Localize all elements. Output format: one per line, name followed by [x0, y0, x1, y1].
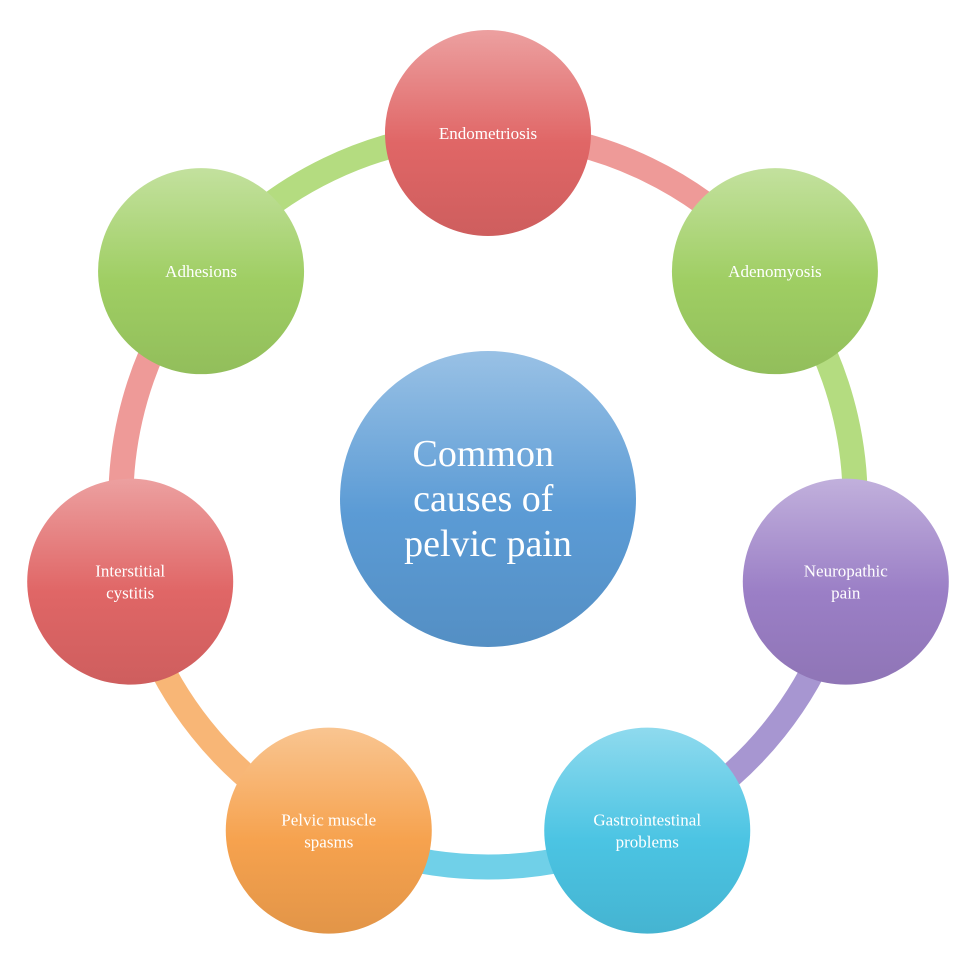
- node-label-line: Gastrointestinal: [593, 811, 701, 830]
- node-circle: [98, 168, 305, 375]
- node-label-line: Adhesions: [165, 262, 237, 281]
- node-circle: [742, 478, 949, 685]
- node-label-line: Interstitial: [95, 562, 165, 581]
- node-label-line: Pelvic muscle: [281, 811, 376, 830]
- node-label: Endometriosis: [439, 124, 537, 143]
- node-label: Pelvic muscle spasms: [281, 811, 376, 852]
- center-title-line: causes of: [413, 478, 554, 520]
- node-circle: [385, 30, 591, 236]
- node-gastrointestinal-problems: Gastrointestinal problems: [544, 727, 751, 934]
- node-label: Adenomyosis: [728, 262, 822, 281]
- center-title-line: pelvic pain: [404, 523, 572, 565]
- node-circle: [671, 168, 878, 375]
- node-neuropathic-pain: Neuropathic pain: [742, 478, 949, 685]
- node-pelvic-muscle-spasms: Pelvic muscle spasms: [225, 727, 432, 934]
- node-label: Gastrointestinal problems: [593, 811, 701, 852]
- node-label-line: cystitis: [106, 584, 154, 603]
- node-label: Interstitial cystitis: [95, 562, 165, 603]
- node-label-line: Endometriosis: [439, 124, 537, 143]
- center-title: Common causes of pelvic pain: [404, 433, 572, 565]
- node-label-line: problems: [616, 833, 679, 852]
- center-circle: [340, 351, 636, 647]
- node-adenomyosis: Adenomyosis: [671, 168, 878, 375]
- node-circle: [27, 478, 234, 685]
- node-adhesions: Adhesions: [98, 168, 305, 375]
- node-circle: [544, 727, 751, 934]
- center-title-line: Common: [413, 433, 554, 475]
- node-interstitial-cystitis: Interstitial cystitis: [27, 478, 234, 685]
- node-label-line: Neuropathic: [804, 562, 888, 581]
- node-label-line: spasms: [304, 833, 353, 852]
- center-node: Common causes of pelvic pain: [340, 351, 636, 647]
- node-endometriosis: Endometriosis: [385, 30, 591, 236]
- node-label-line: pain: [831, 584, 861, 603]
- node-label-line: Adenomyosis: [728, 262, 822, 281]
- node-circle: [225, 727, 432, 934]
- node-label: Neuropathic pain: [804, 562, 888, 603]
- node-label: Adhesions: [165, 262, 237, 281]
